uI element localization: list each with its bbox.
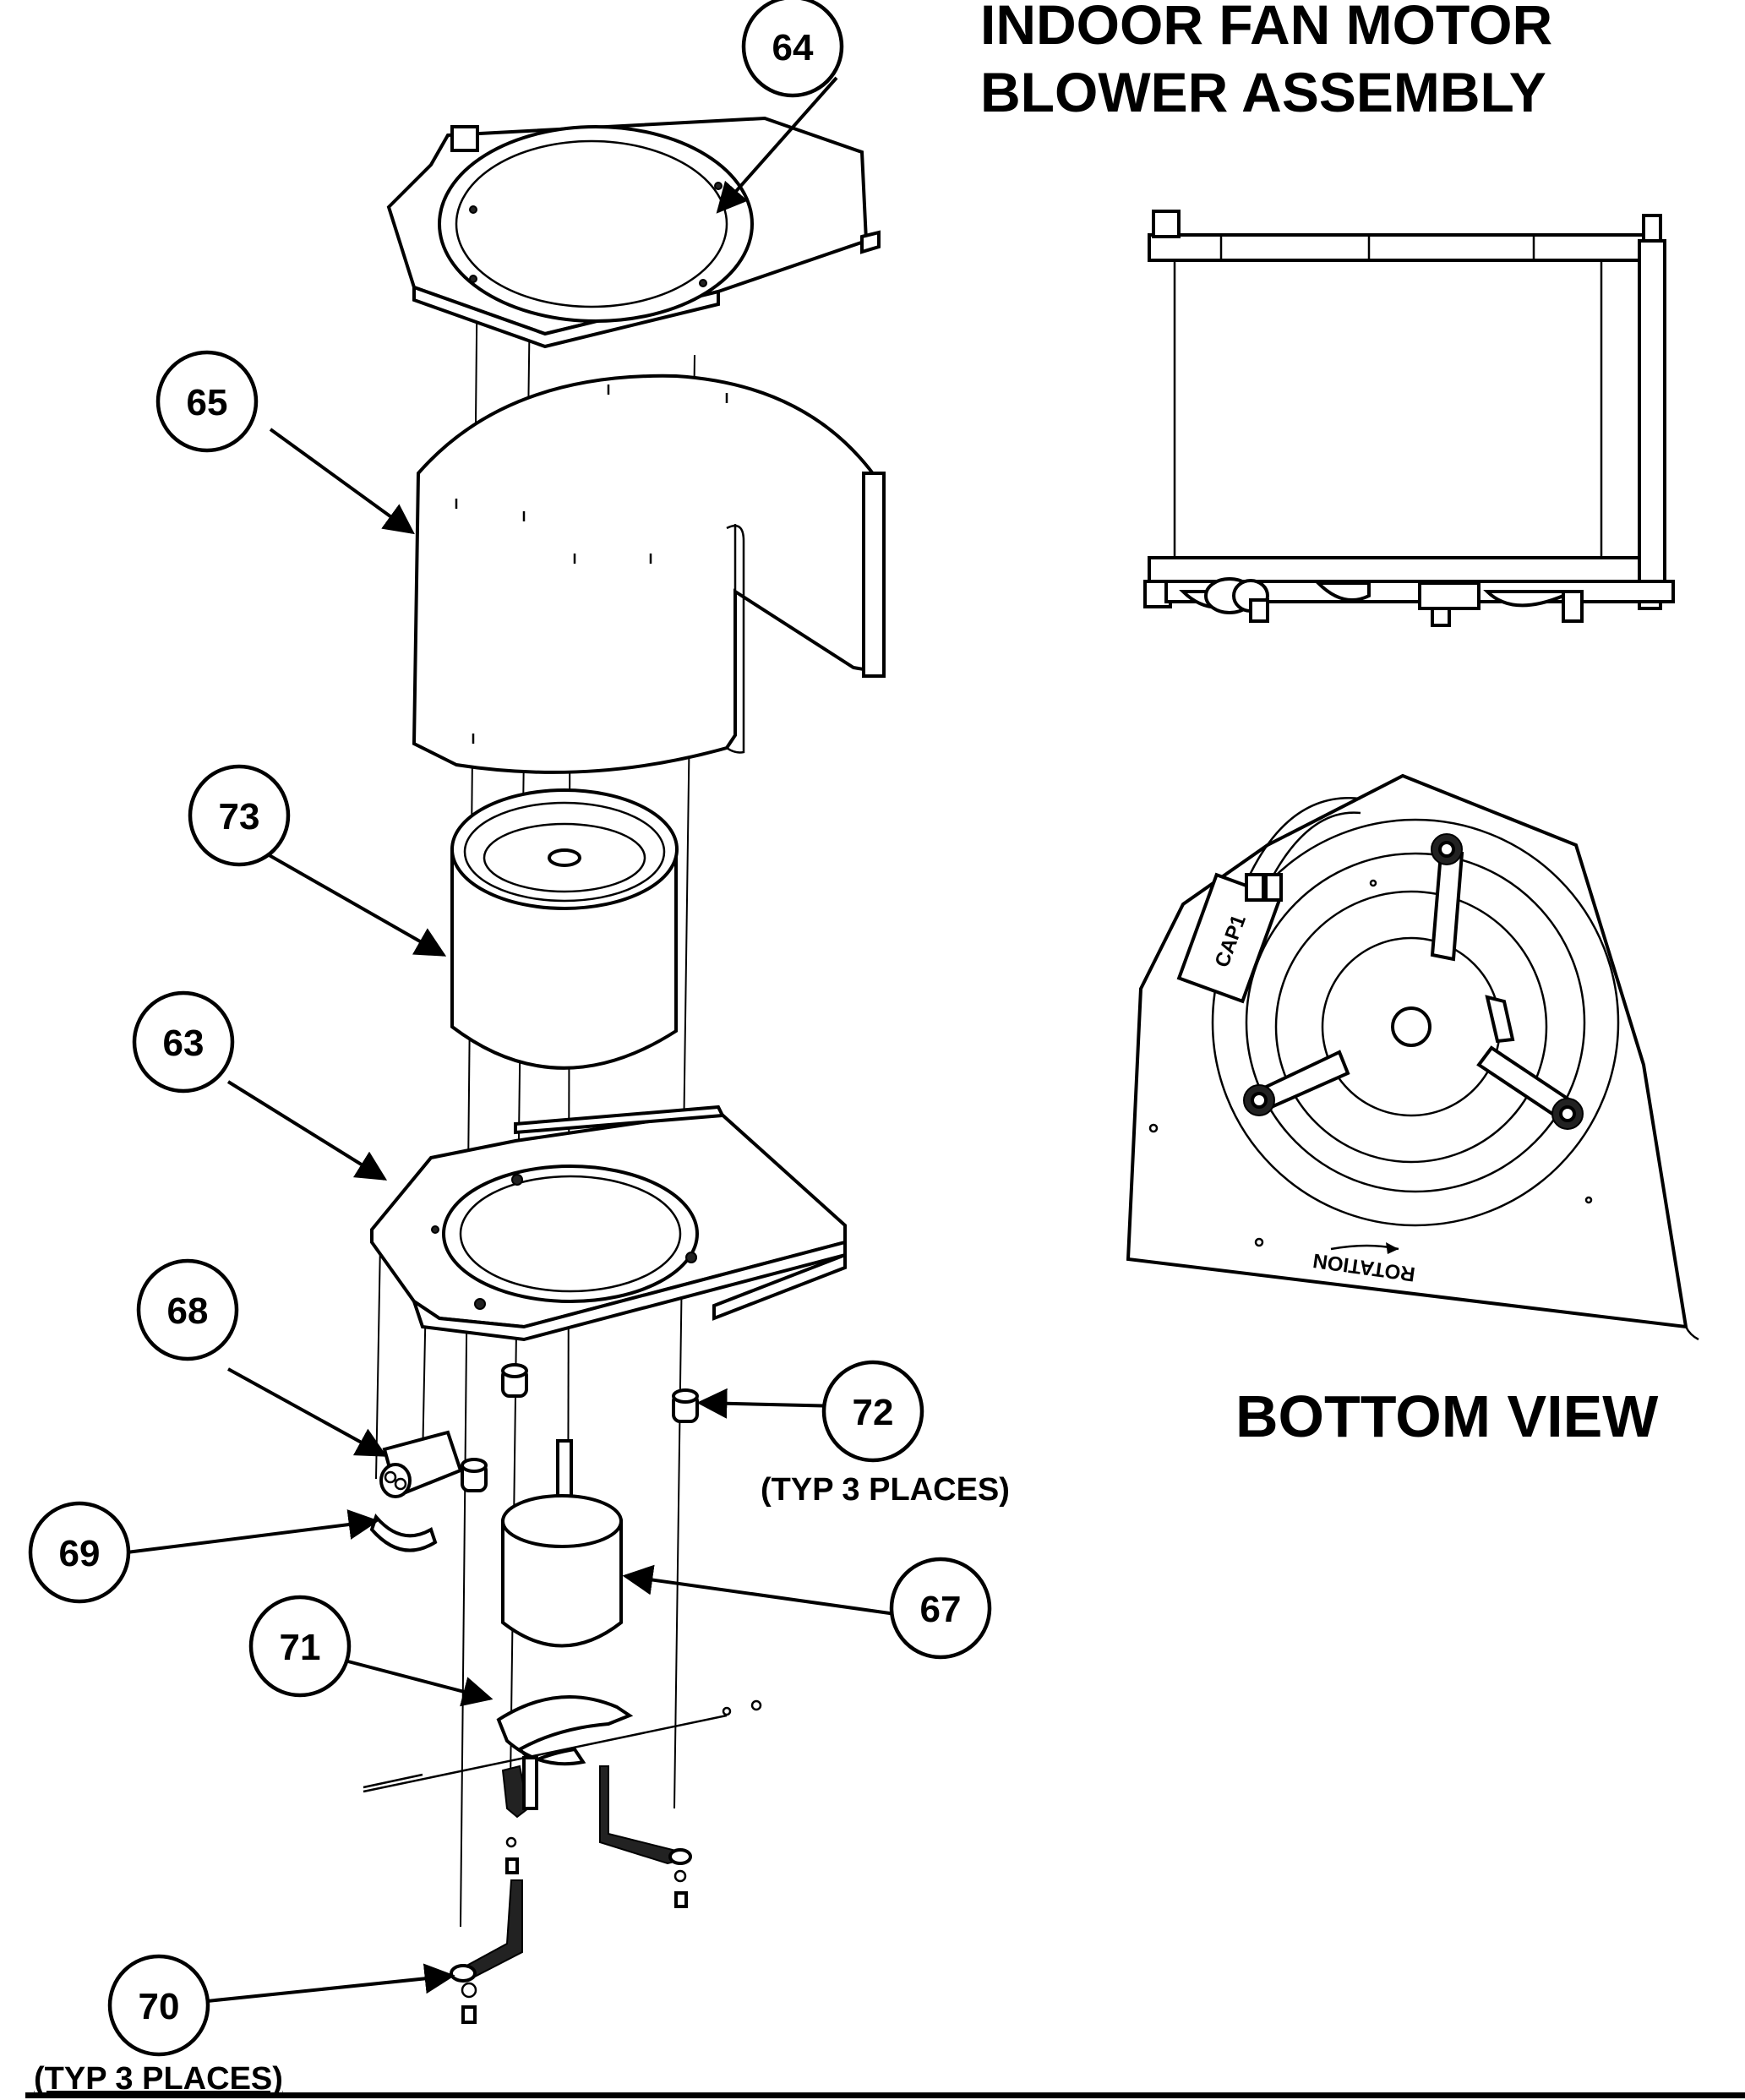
callout-70-note: (TYP 3 PLACES) (34, 2061, 283, 2097)
blower-wheel-part-73 (450, 788, 679, 1070)
leader-lines (126, 76, 897, 2003)
capacitor-bracket-part-69 (369, 1514, 438, 1552)
callout-68: 68 (136, 1258, 239, 1361)
capacitor-part-68 (379, 1430, 463, 1498)
callout-63: 63 (132, 990, 235, 1094)
motor-band-part-71 (363, 1695, 762, 1793)
title-line-1: INDOOR FAN MOTOR (980, 0, 1552, 56)
callout-64: 64 (741, 0, 844, 98)
scroll-wrapper-part-65 (412, 374, 886, 774)
grommets-part-72 (461, 1363, 699, 1492)
callout-73: 73 (188, 764, 291, 867)
bottom-view: CAP1 ROTATION (1126, 773, 1699, 1341)
callout-67: 67 (889, 1557, 992, 1660)
fan-motor-part-67 (501, 1439, 623, 1648)
bottom-plate-part-63 (370, 1105, 847, 1342)
callout-72: 72 (821, 1360, 924, 1463)
svg-text:73: 73 (219, 796, 260, 837)
callout-69: 69 (28, 1501, 131, 1604)
svg-text:65: 65 (187, 382, 228, 423)
svg-text:63: 63 (163, 1023, 204, 1064)
svg-text:71: 71 (280, 1627, 321, 1668)
svg-text:70: 70 (139, 1986, 180, 2027)
svg-text:64: 64 (772, 27, 814, 68)
callout-72-note: (TYP 3 PLACES) (761, 1472, 1010, 1508)
svg-text:68: 68 (167, 1290, 209, 1332)
svg-text:72: 72 (853, 1392, 894, 1433)
top-plate-part-64 (386, 116, 881, 349)
bottom-view-label: BOTTOM VIEW (1235, 1383, 1658, 1449)
callout-65: 65 (155, 350, 259, 453)
callout-70: 70 (107, 1954, 210, 2057)
bottom-border (25, 2092, 1745, 2098)
callout-71: 71 (248, 1595, 352, 1698)
svg-text:69: 69 (59, 1533, 101, 1574)
svg-text:67: 67 (920, 1589, 962, 1630)
side-view (1143, 210, 1675, 627)
title-line-2: BLOWER ASSEMBLY (980, 61, 1546, 123)
motor-mount-arms-part-70 (450, 1756, 692, 2024)
